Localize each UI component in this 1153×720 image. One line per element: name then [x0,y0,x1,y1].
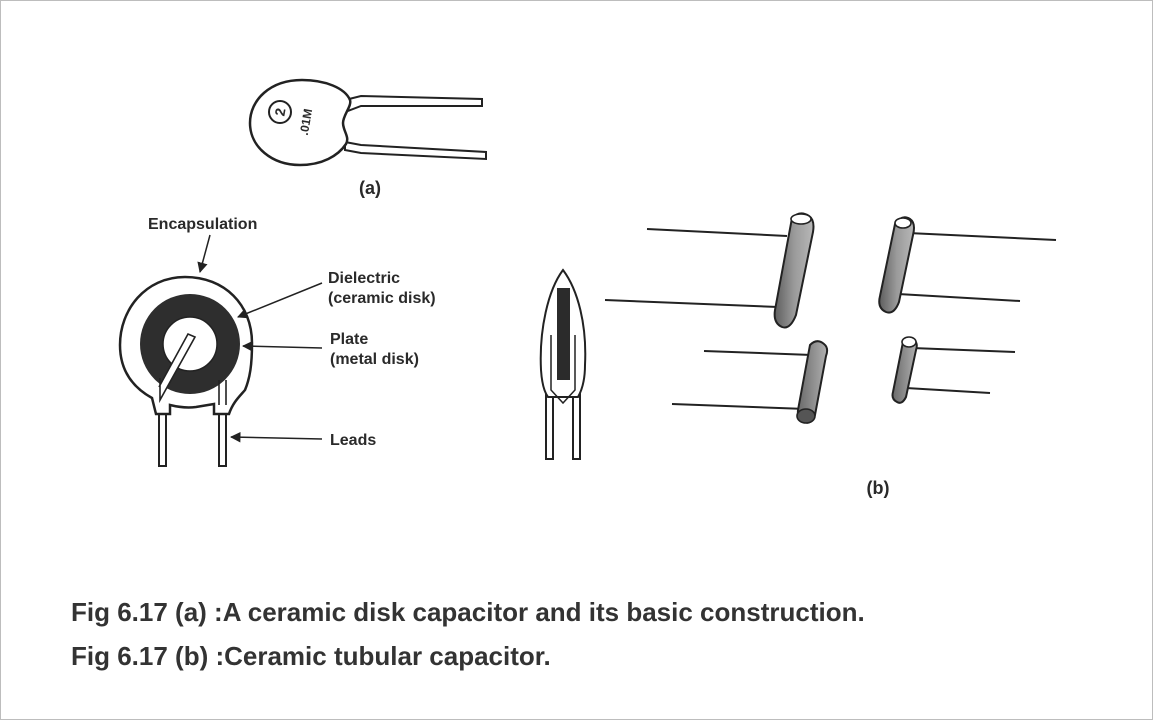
tubular-capacitor-large-left [604,212,815,329]
part-number-text: 2 [271,107,288,118]
dielectric-sublabel: (ceramic disk) [328,290,436,307]
encapsulation-arrow [197,234,211,274]
part-value-text: .01M [297,108,315,137]
tubular-capacitor-small-left [671,340,829,424]
dielectric-arrow [237,282,323,319]
leads-arrow [229,431,323,443]
caption-line-2: Fig 6.17 (b) :Ceramic tubular capacitor. [71,641,551,671]
plate-sublabel: (metal disk) [330,351,419,368]
tubular-lead-right [572,391,581,460]
lead-bend-right [218,380,227,405]
disk-lead-top [344,94,483,114]
figure-a-label: (a) [359,178,381,198]
tubular-inner-wall [550,335,576,405]
plate-label: Plate [330,331,368,348]
tubular-capacitor-small-right [891,336,1016,404]
figure-b-label: (b) [867,478,890,498]
part-number-circle [268,100,292,124]
tubular-capacitor-large-right [878,216,1057,314]
tubular-dielectric [557,288,570,380]
tubular-cross-section [539,268,587,460]
plate-arrow [241,340,323,352]
encapsulation-label: Encapsulation [148,216,257,233]
disk-capacitor-illustration: 2 .01M [248,78,487,167]
leads-label: Leads [330,432,376,449]
caption-line-1: Fig 6.17 (a) :A ceramic disk capacitor a… [71,597,865,627]
disk-lead-bottom [344,140,487,161]
lead-bend-left [158,332,197,404]
tubular-lead-left [545,391,554,460]
disk-construction-illustration [118,275,254,467]
dielectric-label: Dielectric [328,270,400,287]
